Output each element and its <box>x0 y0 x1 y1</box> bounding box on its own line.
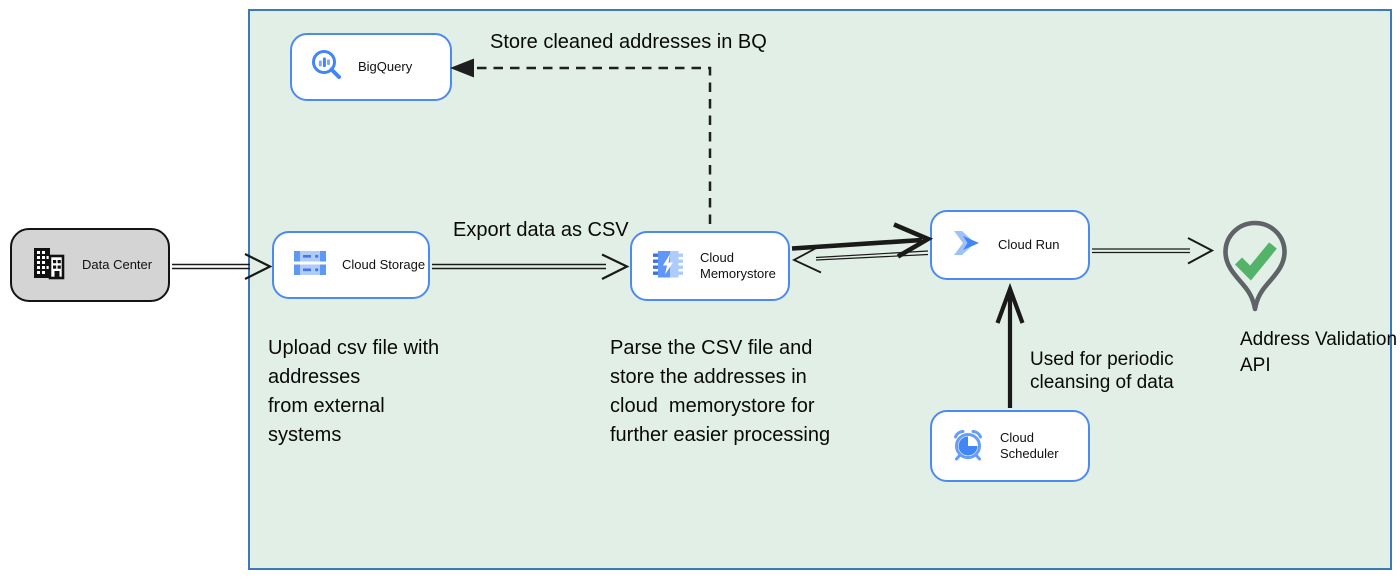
node-label: BigQuery <box>358 58 413 74</box>
building-icon <box>30 245 68 286</box>
edge-label-export-csv: Export data as CSV <box>453 219 629 241</box>
annotation-parse-note: Parse the CSV file and store the address… <box>610 337 831 446</box>
location-pin-check-icon <box>1221 220 1289 329</box>
scheduler-clock-icon <box>950 427 986 466</box>
edge-label-periodic-cleansing: Used for periodic cleansing of data <box>1030 349 1174 393</box>
node-bigquery[interactable]: BigQuery <box>290 33 452 101</box>
memorystore-chip-icon <box>650 247 686 286</box>
node-cloud-storage[interactable]: Cloud Storage <box>272 231 430 299</box>
node-cloud-scheduler[interactable]: Cloud Scheduler <box>930 410 1090 482</box>
cloud-run-chevrons-icon <box>950 226 984 265</box>
node-label: Data Center <box>82 256 153 272</box>
node-label: Cloud Scheduler <box>1000 429 1059 461</box>
bigquery-magnifier-icon <box>310 48 344 87</box>
node-label: Cloud Storage <box>342 256 426 272</box>
node-label: Cloud Run <box>998 236 1060 252</box>
gcp-boundary-container <box>248 9 1392 570</box>
storage-buckets-icon <box>292 247 328 284</box>
node-address-validation-api[interactable] <box>1221 209 1289 330</box>
address-validation-api-label: Address Validation API <box>1240 329 1398 376</box>
node-label: Cloud Memorystore <box>700 249 776 281</box>
node-data-center[interactable]: Data Center <box>10 228 170 302</box>
node-cloud-run[interactable]: Cloud Run <box>930 210 1090 280</box>
node-cloud-memorystore[interactable]: Cloud Memorystore <box>630 231 790 301</box>
edge-label-store-cleaned: Store cleaned addresses in BQ <box>490 31 767 53</box>
annotation-upload-note: Upload csv file with addresses from exte… <box>268 337 440 446</box>
